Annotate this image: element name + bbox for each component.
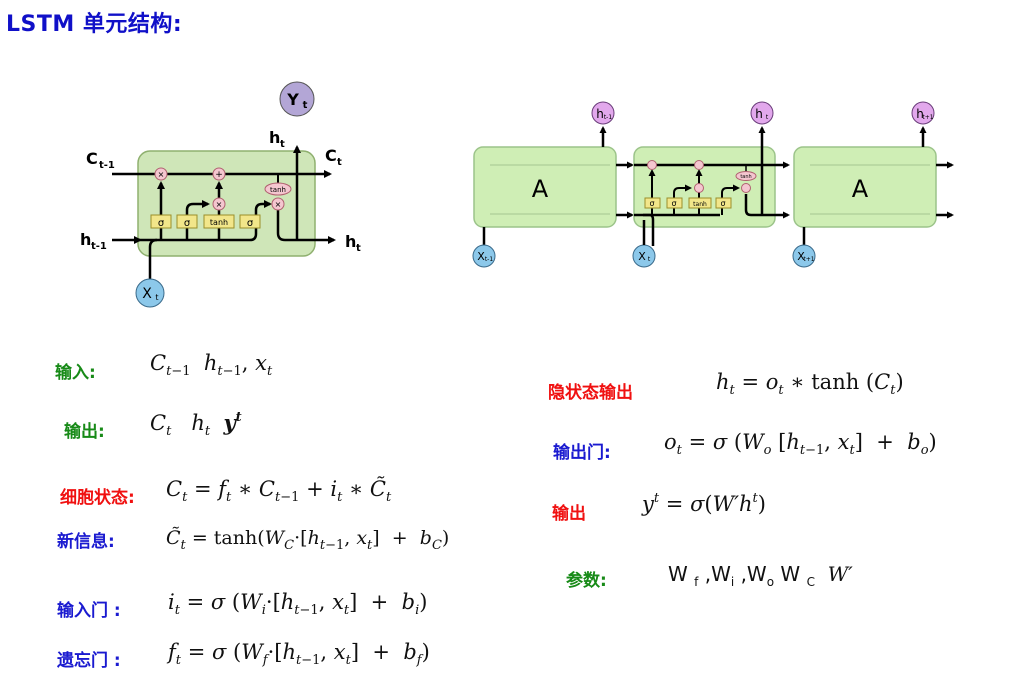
- svg-text:σ: σ: [649, 199, 654, 208]
- svg-text:σ: σ: [671, 199, 676, 208]
- svg-text:σ: σ: [720, 199, 725, 208]
- c-next-label: C: [325, 146, 337, 165]
- output-gate-label: 输出门:: [553, 443, 611, 463]
- svg-text:t-1: t-1: [485, 256, 494, 263]
- c-prev-label: C: [86, 149, 98, 168]
- cell-state-formula: Ct = ft ∗ Ct−1 + it ∗ C̃t: [166, 477, 392, 505]
- output-formula-right: yt = σ(W′ht): [642, 491, 766, 516]
- gate-candidate-tanh: tanh: [210, 218, 228, 227]
- gate-output-sigma: σ: [247, 218, 254, 229]
- forget-gate-formula: ft = σ (Wf·[ht−1, xt] + bf): [168, 640, 430, 668]
- op-tanh: tanh: [270, 186, 286, 194]
- h-prev-label: h: [80, 230, 91, 249]
- chain-cell-next-label: A: [852, 175, 869, 203]
- chain-x-current: X: [638, 250, 646, 263]
- op-add: +: [215, 170, 223, 180]
- op-mul-output: ×: [275, 200, 282, 209]
- op-mul-input: ×: [216, 200, 223, 209]
- hidden-output-formula: ht = ot ∗ tanh (Ct): [716, 370, 904, 398]
- chain-h-prev: h: [596, 107, 604, 121]
- chain-h-current: h: [755, 107, 763, 121]
- chain-x-next: X: [797, 250, 805, 263]
- output-label: 输出:: [64, 422, 105, 442]
- output-gate-formula: ot = σ (Wo [ht−1, xt] + bo): [664, 430, 937, 458]
- chain-cell-prev-label: A: [532, 175, 549, 203]
- input-gate-label: 输入门 :: [57, 601, 121, 621]
- op-mul-forget: ×: [158, 170, 165, 179]
- lstm-cell-diagram: σ σ tanh σ × + × tanh × Y t X t C t-1 C …: [80, 81, 361, 308]
- input-formula: Ct−1 ht−1, xt: [150, 351, 273, 379]
- gate-input-sigma: σ: [184, 218, 191, 229]
- gate-forget-sigma: σ: [158, 218, 165, 229]
- lstm-chain-diagram: A h t-1 X t-1 σ σ tanh σ tanh: [472, 101, 954, 268]
- h-up-sub: t: [280, 139, 285, 150]
- c-next-sub: t: [337, 157, 342, 168]
- hidden-output-label: 隐状态输出: [548, 383, 633, 403]
- svg-text:t+1: t+1: [922, 114, 933, 121]
- svg-text:tanh: tanh: [693, 201, 707, 208]
- x-node-label: X: [142, 286, 152, 302]
- x-node-sub: t: [155, 293, 158, 302]
- svg-text:t: t: [766, 114, 769, 121]
- gate-boxes: σ σ tanh σ: [150, 214, 261, 229]
- chain-cell-current: σ σ tanh σ tanh h t X t: [632, 101, 790, 268]
- input-gate-formula: it = σ (Wi·[ht−1, xt] + bi): [168, 590, 428, 618]
- new-info-label: 新信息:: [57, 532, 115, 552]
- chain-x-prev: X: [477, 250, 485, 263]
- params-formula: W f ,Wi ,Wo W C W′: [668, 562, 853, 589]
- chain-cell-prev: A h t-1 X t-1: [472, 101, 634, 268]
- chain-h-next: h: [916, 107, 924, 121]
- h-prev-sub: t-1: [91, 241, 107, 252]
- input-label: 输入:: [55, 363, 96, 383]
- forget-gate-label: 遗忘门 :: [57, 651, 121, 671]
- new-info-formula: C̃t = tanh(WC·[ht−1, xt] + bC): [166, 527, 450, 553]
- output-label-right: 输出: [552, 504, 586, 524]
- cell-box: [137, 150, 316, 257]
- output-formula: Ct ht yt: [150, 410, 242, 439]
- h-next-sub: t: [356, 243, 361, 254]
- params-label: 参数:: [566, 571, 607, 591]
- c-prev-sub: t-1: [99, 160, 115, 171]
- cell-state-label: 细胞状态:: [60, 488, 135, 508]
- h-up-label: h: [269, 128, 280, 147]
- y-node-label: Y: [286, 90, 299, 109]
- svg-text:t-1: t-1: [604, 114, 613, 121]
- svg-text:tanh: tanh: [740, 174, 751, 180]
- chain-cell-next: A h t+1 X t+1: [792, 101, 954, 268]
- page-title: LSTM 单元结构:: [6, 12, 183, 37]
- y-node-sub: t: [303, 100, 308, 111]
- svg-text:t: t: [648, 256, 651, 263]
- svg-text:t+1: t+1: [803, 256, 814, 263]
- h-next-label: h: [345, 232, 356, 251]
